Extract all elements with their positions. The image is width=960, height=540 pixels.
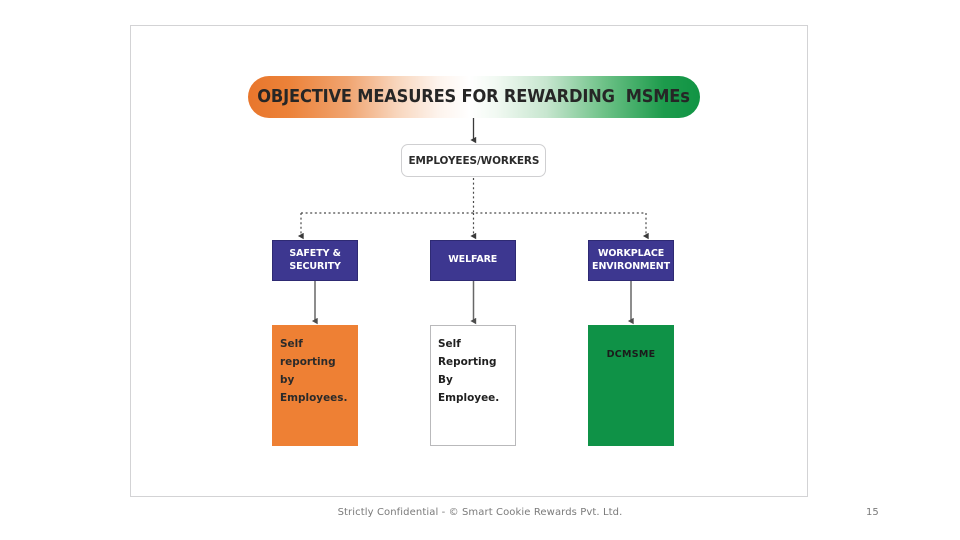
node-label: Self Reporting By Employee. [438,337,500,405]
node-label: WORKPLACE ENVIRONMENT [591,248,670,272]
node-workplace-environment[interactable]: WORKPLACE ENVIRONMENT [588,240,674,281]
node-outcome-self-reporting-employees[interactable]: Self reporting by Employees. [272,325,358,446]
footer-confidentiality-note: Strictly Confidential - © Smart Cookie R… [337,507,623,518]
node-label: SAFETY & SECURITY [289,248,341,272]
page-number: 15 [866,507,879,518]
node-label: DCMSME [606,349,656,360]
node-outcome-dcmsme[interactable]: DCMSME [588,325,674,446]
node-label: Self reporting by Employees. [280,337,348,405]
node-welfare[interactable]: WELFARE [430,240,516,281]
node-label: EMPLOYEES/WORKERS [408,154,539,167]
page-title: OBJECTIVE MEASURES FOR REWARDING MSMEs [257,87,691,107]
node-outcome-self-reporting-employee[interactable]: Self Reporting By Employee. [430,325,516,446]
node-employees-workers[interactable]: EMPLOYEES/WORKERS [401,144,546,177]
node-label: WELFARE [448,254,498,266]
node-safety-security[interactable]: SAFETY & SECURITY [272,240,358,281]
title-banner: OBJECTIVE MEASURES FOR REWARDING MSMEs [248,76,700,118]
